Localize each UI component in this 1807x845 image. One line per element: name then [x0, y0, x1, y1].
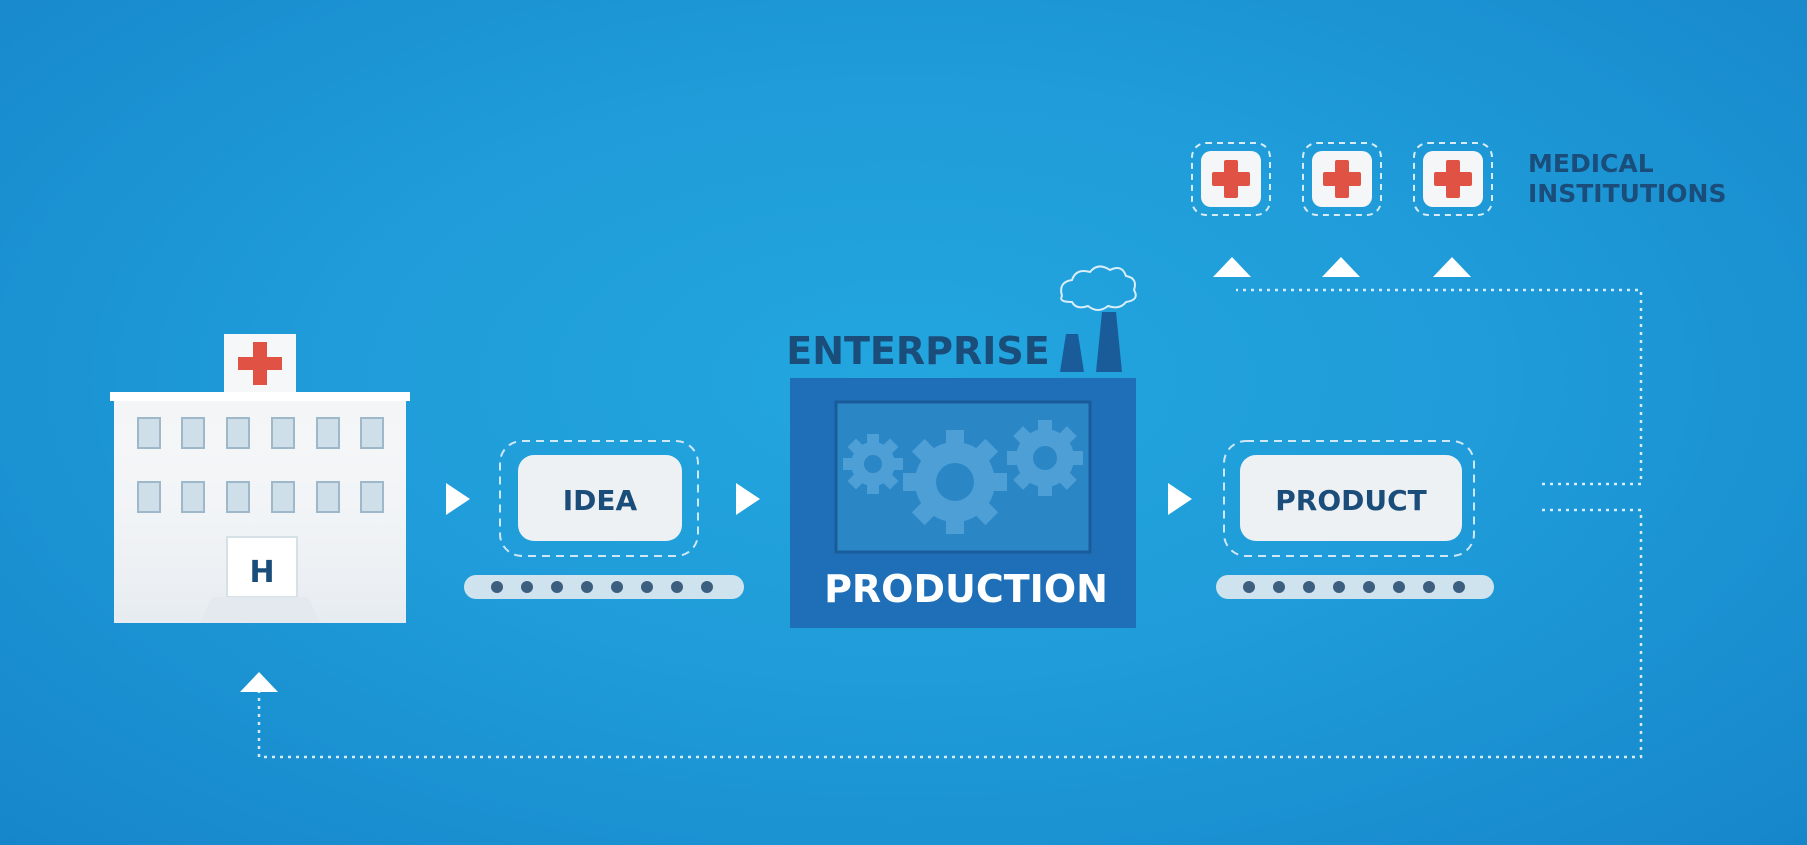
gear-icon [1007, 420, 1083, 496]
hospital-windows [137, 417, 384, 513]
gear-icon [843, 434, 903, 494]
hospital-icon: H [110, 334, 410, 623]
enterprise-label: ENTERPRISE [786, 329, 1049, 373]
red-cross-icon [1434, 160, 1472, 198]
conveyor-belt-icon [464, 575, 744, 599]
arrow-up-icon [1213, 257, 1251, 277]
red-cross-icon [1212, 160, 1250, 198]
factory-icon: ENTERPRISE [786, 265, 1137, 628]
medical-institution [1413, 142, 1493, 216]
arrow-up-icon [240, 672, 278, 692]
arrow-right-icon [736, 483, 760, 515]
medical-institutions-label-line1: MEDICAL [1528, 149, 1654, 178]
production-label: PRODUCTION [824, 567, 1108, 611]
hospital-door-label: H [249, 555, 274, 590]
arrow-up-icon [1322, 257, 1360, 277]
feedback-path [257, 288, 1643, 759]
arrow-right-icon [1168, 483, 1192, 515]
idea-label: IDEA [563, 484, 638, 517]
medical-institutions-label-line2: INSTITUTIONS [1528, 179, 1726, 208]
idea-stage: IDEA [499, 440, 699, 557]
medical-institution [1302, 142, 1382, 216]
product-stage: PRODUCT [1223, 440, 1475, 557]
medical-institution [1191, 142, 1271, 216]
gear-icon [903, 430, 1007, 534]
red-cross-icon [1323, 160, 1361, 198]
arrow-up-icon [1433, 257, 1471, 277]
product-label: PRODUCT [1275, 484, 1427, 517]
arrow-right-icon [446, 483, 470, 515]
smoke-cloud-icon [1060, 265, 1137, 311]
conveyor-belt-icon [1216, 575, 1494, 599]
